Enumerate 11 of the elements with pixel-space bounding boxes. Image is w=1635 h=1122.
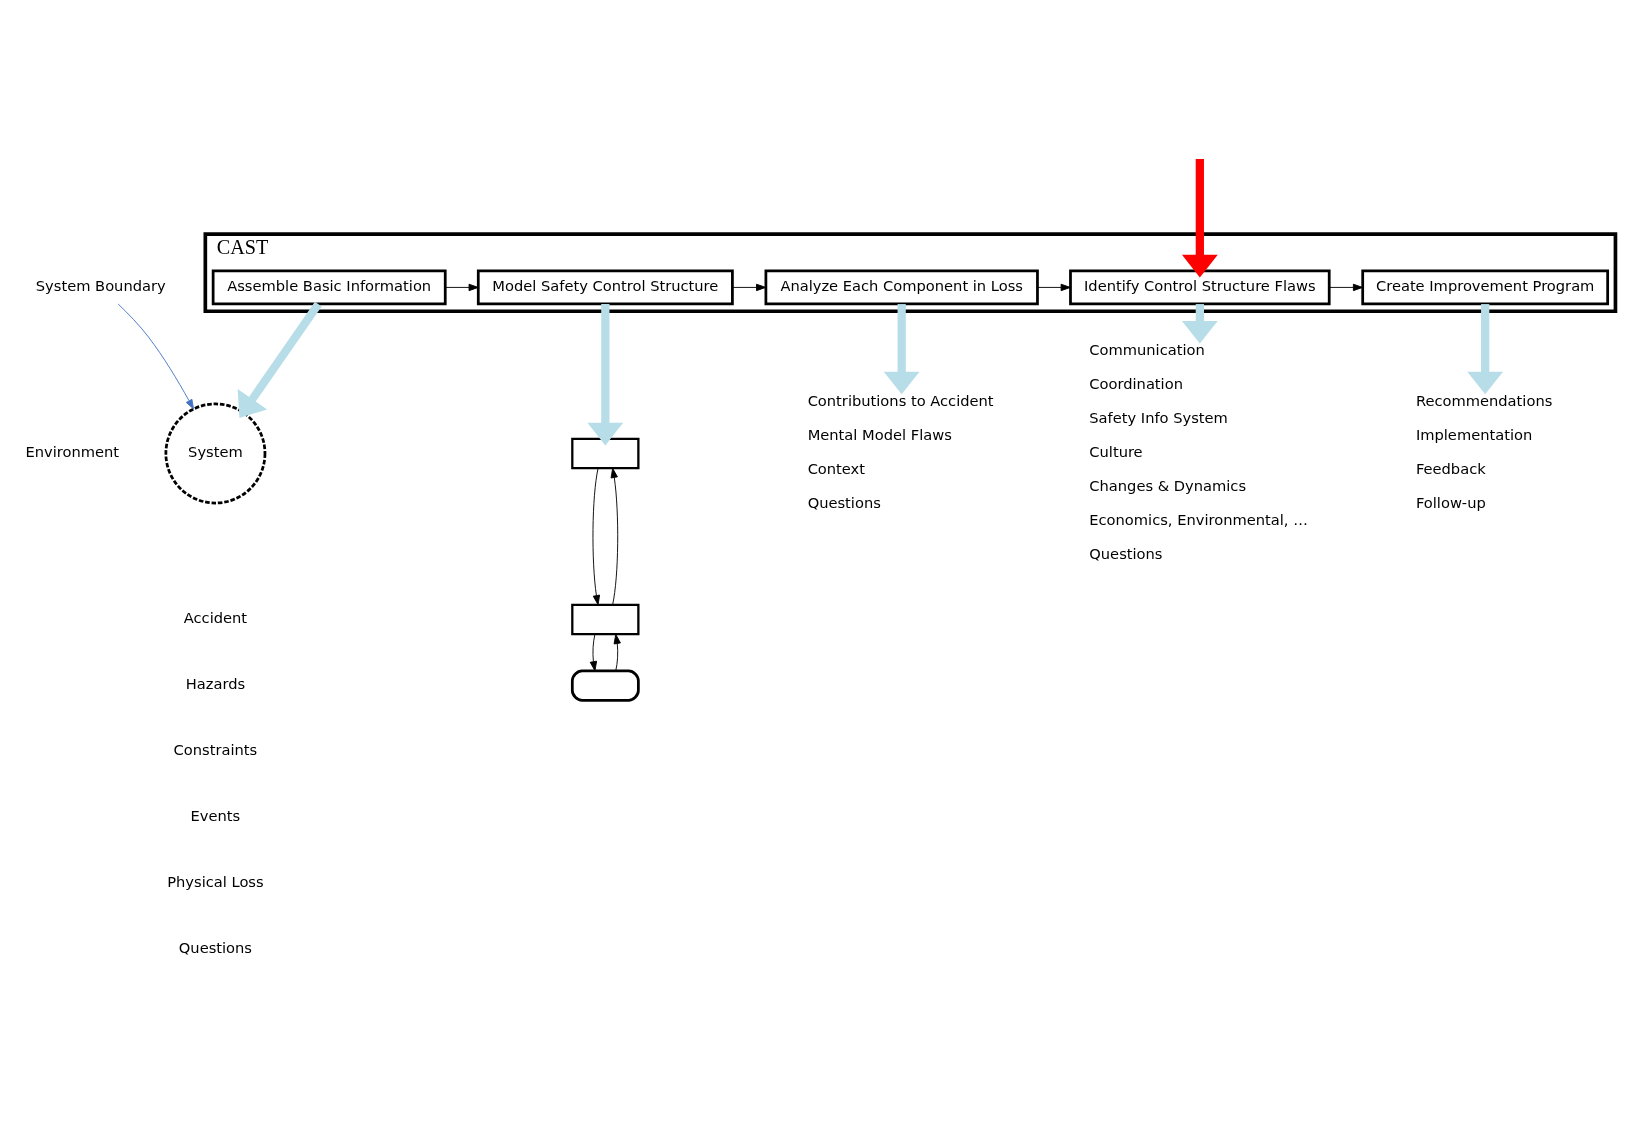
label: Accident: [183, 609, 248, 627]
node-text: Communication Coordination Safety Info System Culture Changes & Dynamics Economics, Environmental, … Questions: [1089, 341, 1308, 562]
node-text: Recommendations Implementation Feedback Follow-up: [1415, 392, 1553, 511]
label: Physical Loss: [167, 873, 264, 891]
label: Environment: [25, 442, 120, 460]
label: Constraints: [173, 741, 258, 759]
label: Hazards: [185, 675, 246, 693]
node-text: System Boundary: [35, 276, 166, 294]
label: Events: [190, 807, 241, 825]
node-text: Contributions to Accident Mental Model Flaws Context Questions: [807, 392, 994, 511]
label: Questions: [178, 939, 253, 957]
